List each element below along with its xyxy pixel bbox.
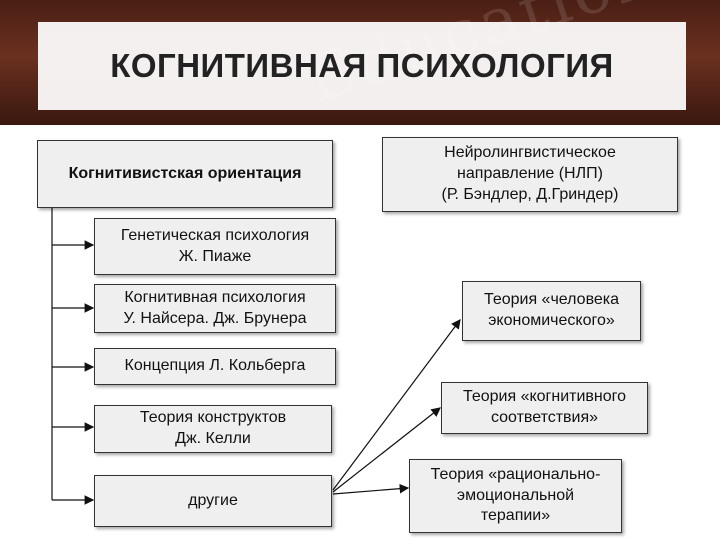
left-item-box-1: Генетическая психология Ж. Пиаже	[94, 218, 336, 275]
right-item-label-2: Теория «когнитивного соответствия»	[462, 388, 627, 426]
left-item-box-4: Теория конструктов Дж. Келли	[94, 405, 332, 453]
left-item-label-2: Когнитивная психология У. Найсера. Дж. Б…	[123, 288, 307, 327]
left-item-label-5: другие	[188, 491, 238, 509]
arrow-to-right-item-2	[332, 407, 441, 493]
right-item-label-3: Теория «рационально- эмоциональной терап…	[430, 465, 601, 525]
right-item-label-1: Теория «человека экономического»	[483, 291, 620, 329]
right-item-box-3: Теория «рационально- эмоциональной терап…	[409, 459, 622, 533]
right-root-label: Нейролингвистическое направление (НЛП) (…	[441, 144, 619, 203]
left-item-box-3: Концепция Л. Кольберга	[94, 348, 336, 385]
left-item-box-5: другие	[94, 475, 332, 527]
page-title: КОГНИТИВНАЯ ПСИХОЛОГИЯ	[110, 47, 614, 84]
left-item-label-3: Концепция Л. Кольберга	[124, 357, 306, 375]
left-item-label-1: Генетическая психология Ж. Пиаже	[120, 226, 310, 265]
right-root-box: Нейролингвистическое направление (НЛП) (…	[382, 137, 678, 212]
right-item-box-2: Теория «когнитивного соответствия»	[441, 382, 648, 434]
title-box: КОГНИТИВНАЯ ПСИХОЛОГИЯ	[38, 22, 686, 110]
left-item-box-2: Когнитивная психология У. Найсера. Дж. Б…	[94, 284, 336, 333]
left-item-label-4: Теория конструктов Дж. Келли	[139, 409, 287, 447]
right-item-box-1: Теория «человека экономического»	[462, 281, 641, 341]
header-banner: Education КОГНИТИВНАЯ ПСИХОЛОГИЯ	[0, 0, 720, 125]
left-root-box: Когнитивистская ориентация	[37, 140, 333, 208]
arrow-to-right-item-3	[332, 483, 410, 495]
arrow-to-right-item-1	[332, 319, 461, 491]
left-root-label: Когнитивистская ориентация	[68, 164, 302, 182]
